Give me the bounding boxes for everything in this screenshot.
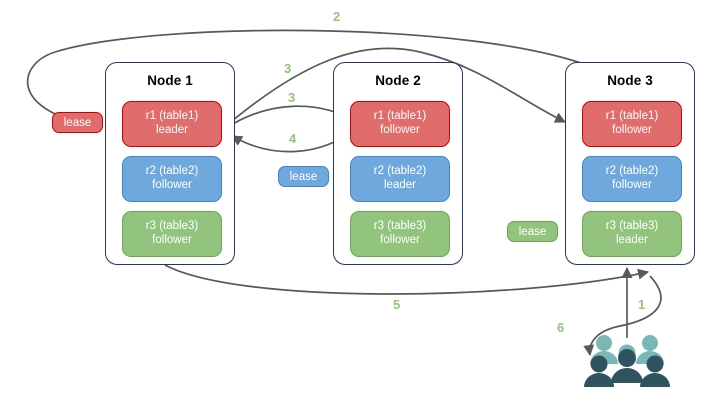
replica-node2-r3[interactable]: r3 (table3) follower xyxy=(350,211,450,257)
replica-range: r3 (table3) xyxy=(373,220,427,233)
lease-badge-r2[interactable]: lease xyxy=(278,166,329,187)
arrow-step-6-node3-to-client xyxy=(583,275,662,357)
node-title-2: Node 2 xyxy=(375,73,421,88)
people-front-row xyxy=(584,349,670,387)
lease-badge-r3[interactable]: lease xyxy=(507,221,558,242)
node-box-1[interactable]: Node 1 r1 (table1) leader r2 (table2) fo… xyxy=(105,62,235,265)
replica-range: r3 (table3) xyxy=(145,220,199,233)
replica-node1-r1[interactable]: r1 (table1) leader xyxy=(122,101,222,147)
replica-node2-r2[interactable]: r2 (table2) leader xyxy=(350,156,450,202)
replica-node2-r1[interactable]: r1 (table1) follower xyxy=(350,101,450,147)
arrow-step-3-node1-to-node3 xyxy=(225,47,566,127)
node-title-1: Node 1 xyxy=(147,73,193,88)
replica-role: follower xyxy=(612,124,652,136)
replica-role: follower xyxy=(152,179,192,191)
replica-node3-r2[interactable]: r2 (table2) follower xyxy=(582,156,682,202)
replica-range: r1 (table1) xyxy=(145,110,199,123)
replica-role: leader xyxy=(156,124,188,136)
node-box-2[interactable]: Node 2 r1 (table1) follower r2 (table2) … xyxy=(333,62,463,265)
lease-badge-r1[interactable]: lease xyxy=(52,112,103,133)
replica-range: r2 (table2) xyxy=(605,165,659,178)
replica-range: r1 (table1) xyxy=(373,110,427,123)
replica-node3-r3[interactable]: r3 (table3) leader xyxy=(582,211,682,257)
replica-role: follower xyxy=(380,124,420,136)
replica-range: r1 (table1) xyxy=(605,110,659,123)
replica-role: follower xyxy=(612,179,652,191)
node-box-3[interactable]: Node 3 r1 (table1) follower r2 (table2) … xyxy=(565,62,695,265)
arrow-step-5-node1-to-node3 xyxy=(164,264,650,295)
replica-role: leader xyxy=(384,179,416,191)
step-label-1: 1 xyxy=(638,297,646,312)
step-label-3-upper: 3 xyxy=(284,61,292,76)
arrow-step-2 xyxy=(26,29,593,125)
step-label-2: 2 xyxy=(333,9,341,24)
replica-range: r2 (table2) xyxy=(145,165,199,178)
step-label-6: 6 xyxy=(557,320,565,335)
replica-role: follower xyxy=(152,234,192,246)
replica-range: r2 (table2) xyxy=(373,165,427,178)
node-title-3: Node 3 xyxy=(607,73,653,88)
step-label-3-lower: 3 xyxy=(288,90,296,105)
step-label-5: 5 xyxy=(393,297,401,312)
replica-node3-r1[interactable]: r1 (table1) follower xyxy=(582,101,682,147)
step-label-4: 4 xyxy=(289,131,297,146)
replica-node1-r2[interactable]: r2 (table2) follower xyxy=(122,156,222,202)
replica-node1-r3[interactable]: r3 (table3) follower xyxy=(122,211,222,257)
replica-range: r3 (table3) xyxy=(605,220,659,233)
replica-role: follower xyxy=(380,234,420,246)
replica-role: leader xyxy=(616,234,648,246)
